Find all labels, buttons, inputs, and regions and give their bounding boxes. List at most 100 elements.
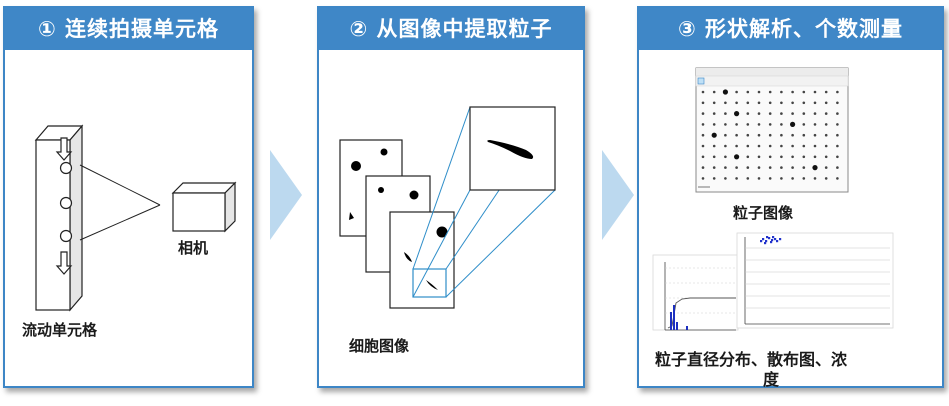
- gallery-particle: [712, 90, 716, 94]
- gallery-particle: [802, 112, 806, 115]
- gallery-particle: [735, 133, 738, 137]
- camera-icon: [171, 181, 237, 233]
- scatter-point: [779, 238, 782, 241]
- scatter-point: [772, 236, 775, 239]
- scatter-point: [770, 241, 773, 244]
- particle-image-label: 粒子图像: [733, 204, 794, 222]
- gallery-particle: [724, 177, 727, 180]
- scatter-points: [760, 236, 782, 245]
- gallery-particle: [712, 112, 716, 115]
- gallery-particle: [768, 90, 772, 94]
- gallery-particle: [836, 155, 839, 159]
- particle-blob: [351, 161, 361, 171]
- gallery-particle: [746, 144, 750, 148]
- gallery-particle: [724, 101, 727, 105]
- gallery-particle: [701, 123, 705, 126]
- gallery-particle: [768, 123, 772, 126]
- gallery-particle: [757, 112, 761, 115]
- step-arrow-2: [602, 150, 634, 240]
- gallery-particle: [802, 155, 806, 159]
- gallery-particle: [836, 123, 839, 126]
- gallery-particle: [712, 155, 716, 159]
- scatter-point: [765, 240, 768, 243]
- gallery-particle: [746, 90, 750, 94]
- gallery-particle: [701, 166, 705, 169]
- gallery-particle: [701, 177, 705, 180]
- gallery-particle: [824, 177, 828, 180]
- gallery-particle: [768, 144, 772, 148]
- gallery-particle: [780, 144, 783, 148]
- gallery-particle: [813, 177, 817, 180]
- gallery-particle: [746, 166, 750, 169]
- gallery-particle: [813, 123, 817, 126]
- particle-blob: [404, 252, 412, 262]
- gallery-particle: [724, 133, 727, 137]
- gallery-particle: [813, 133, 817, 137]
- scatter-point: [768, 237, 771, 240]
- gallery-particle: [757, 166, 761, 169]
- gallery-particle: [768, 112, 772, 115]
- chart-caption-line-1: 粒子直径分布、散布图、浓: [655, 350, 848, 369]
- gallery-particle: [791, 112, 794, 115]
- histogram-bar: [670, 312, 672, 330]
- gallery-particle: [780, 133, 783, 137]
- step-1-title: ① 连续拍摄单元格: [5, 8, 252, 50]
- particle-blob: [380, 148, 388, 156]
- gallery-particle: [735, 177, 738, 180]
- gallery-particle: [813, 144, 817, 148]
- particle-blob: [349, 212, 354, 220]
- gallery-particle: [757, 144, 761, 148]
- zoom-selection-box: [412, 268, 447, 298]
- particle-blob: [378, 187, 384, 193]
- gallery-particle: [757, 101, 761, 105]
- particle-circle: [59, 161, 73, 175]
- gallery-particle: [824, 112, 828, 115]
- scatter-point: [760, 240, 763, 243]
- particle-blob: [436, 226, 448, 238]
- gallery-particle: [768, 166, 772, 169]
- gallery-particle: [780, 90, 783, 94]
- gallery-particle: [802, 133, 806, 137]
- gallery-particle: [768, 133, 772, 137]
- gallery-particle: [824, 155, 828, 159]
- gallery-particle: [757, 90, 761, 94]
- gallery-particle: [735, 166, 738, 169]
- gallery-particle: [757, 177, 761, 180]
- gallery-particle: [813, 90, 817, 94]
- histogram-bar: [686, 326, 688, 330]
- gallery-particle: [701, 90, 705, 94]
- gallery-particle: [802, 123, 806, 126]
- particle-circle: [59, 229, 73, 243]
- gallery-particle: [746, 133, 750, 137]
- gallery-particle: [812, 165, 818, 171]
- scatter-point: [771, 239, 774, 242]
- gallery-particle: [701, 112, 705, 115]
- gallery-particle: [712, 166, 716, 169]
- gallery-particle: [836, 166, 839, 169]
- scatter-point: [766, 236, 769, 239]
- gallery-particle: [724, 112, 727, 115]
- scatter-point: [762, 238, 765, 241]
- camera-view-line: [79, 204, 161, 241]
- gallery-particle: [824, 101, 828, 105]
- gallery-particle: [735, 90, 738, 94]
- gallery-particle: [791, 144, 794, 148]
- gallery-particle: [836, 90, 839, 94]
- zoom-line: [445, 189, 556, 298]
- gallery-particle: [780, 166, 783, 169]
- gallery-particle: [802, 144, 806, 148]
- gallery-particle: [724, 155, 727, 159]
- gallery-particle: [824, 90, 828, 94]
- histogram-bar: [673, 305, 675, 330]
- gallery-particle: [836, 133, 839, 137]
- gallery-particle: [746, 155, 750, 159]
- camera-label: 相机: [178, 239, 209, 257]
- gallery-particle: [790, 121, 796, 127]
- gallery-particle: [746, 177, 750, 180]
- flow-down-arrow-bottom: [55, 251, 73, 275]
- gallery-particle: [780, 101, 783, 105]
- gallery-particle: [836, 144, 839, 148]
- gallery-particle: [768, 177, 772, 180]
